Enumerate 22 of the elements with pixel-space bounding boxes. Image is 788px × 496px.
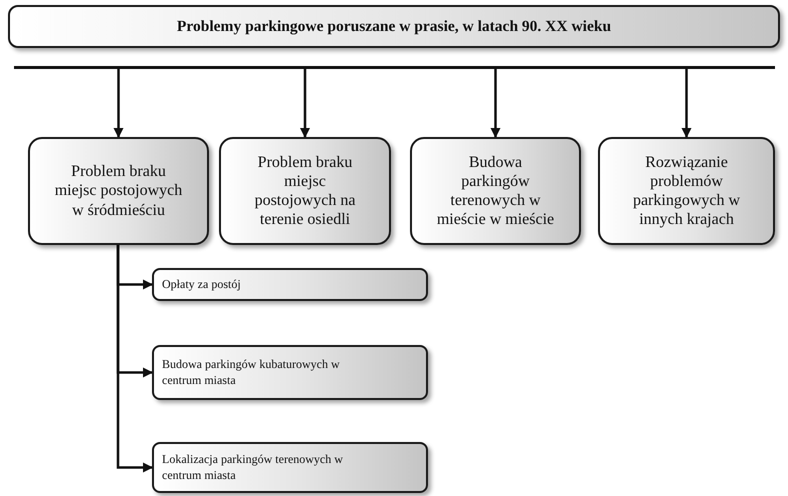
topic-box <box>598 137 775 245</box>
subtopic-box <box>152 442 428 493</box>
arrow <box>116 245 153 472</box>
box-text: Rozwiązanie problemów parkingowych w innych krajach <box>632 152 742 230</box>
topic-box <box>28 137 209 245</box>
topic-box <box>219 137 391 245</box>
subtopic-box <box>152 268 428 301</box>
topic-box <box>410 137 581 245</box>
box-text: Problem braku miejsc postojowych w śródmieściu <box>54 162 184 220</box>
subtopic-box <box>152 345 428 400</box>
arrow <box>490 69 500 138</box>
arrow <box>114 69 124 138</box>
box-text: Lokalizacja parkingów terenowych w centrum miasta <box>162 452 344 484</box>
box-text: Budowa parkingów kubaturowych w centrum miasta <box>162 356 341 388</box>
horizontal-bar <box>14 66 775 69</box>
box-text: Opłaty za postój <box>162 276 241 292</box>
title-box <box>8 5 780 48</box>
box-text: Problemy parkingowe poruszane w prasie, w latach 90. XX wieku <box>176 18 612 36</box>
arrow <box>300 69 310 138</box>
box-text: Budowa parkingów terenowych w mieście w mieście <box>436 152 556 230</box>
box-text: Problem braku miejsc postojowych na terenie osiedli <box>254 152 356 230</box>
arrow <box>682 69 692 138</box>
